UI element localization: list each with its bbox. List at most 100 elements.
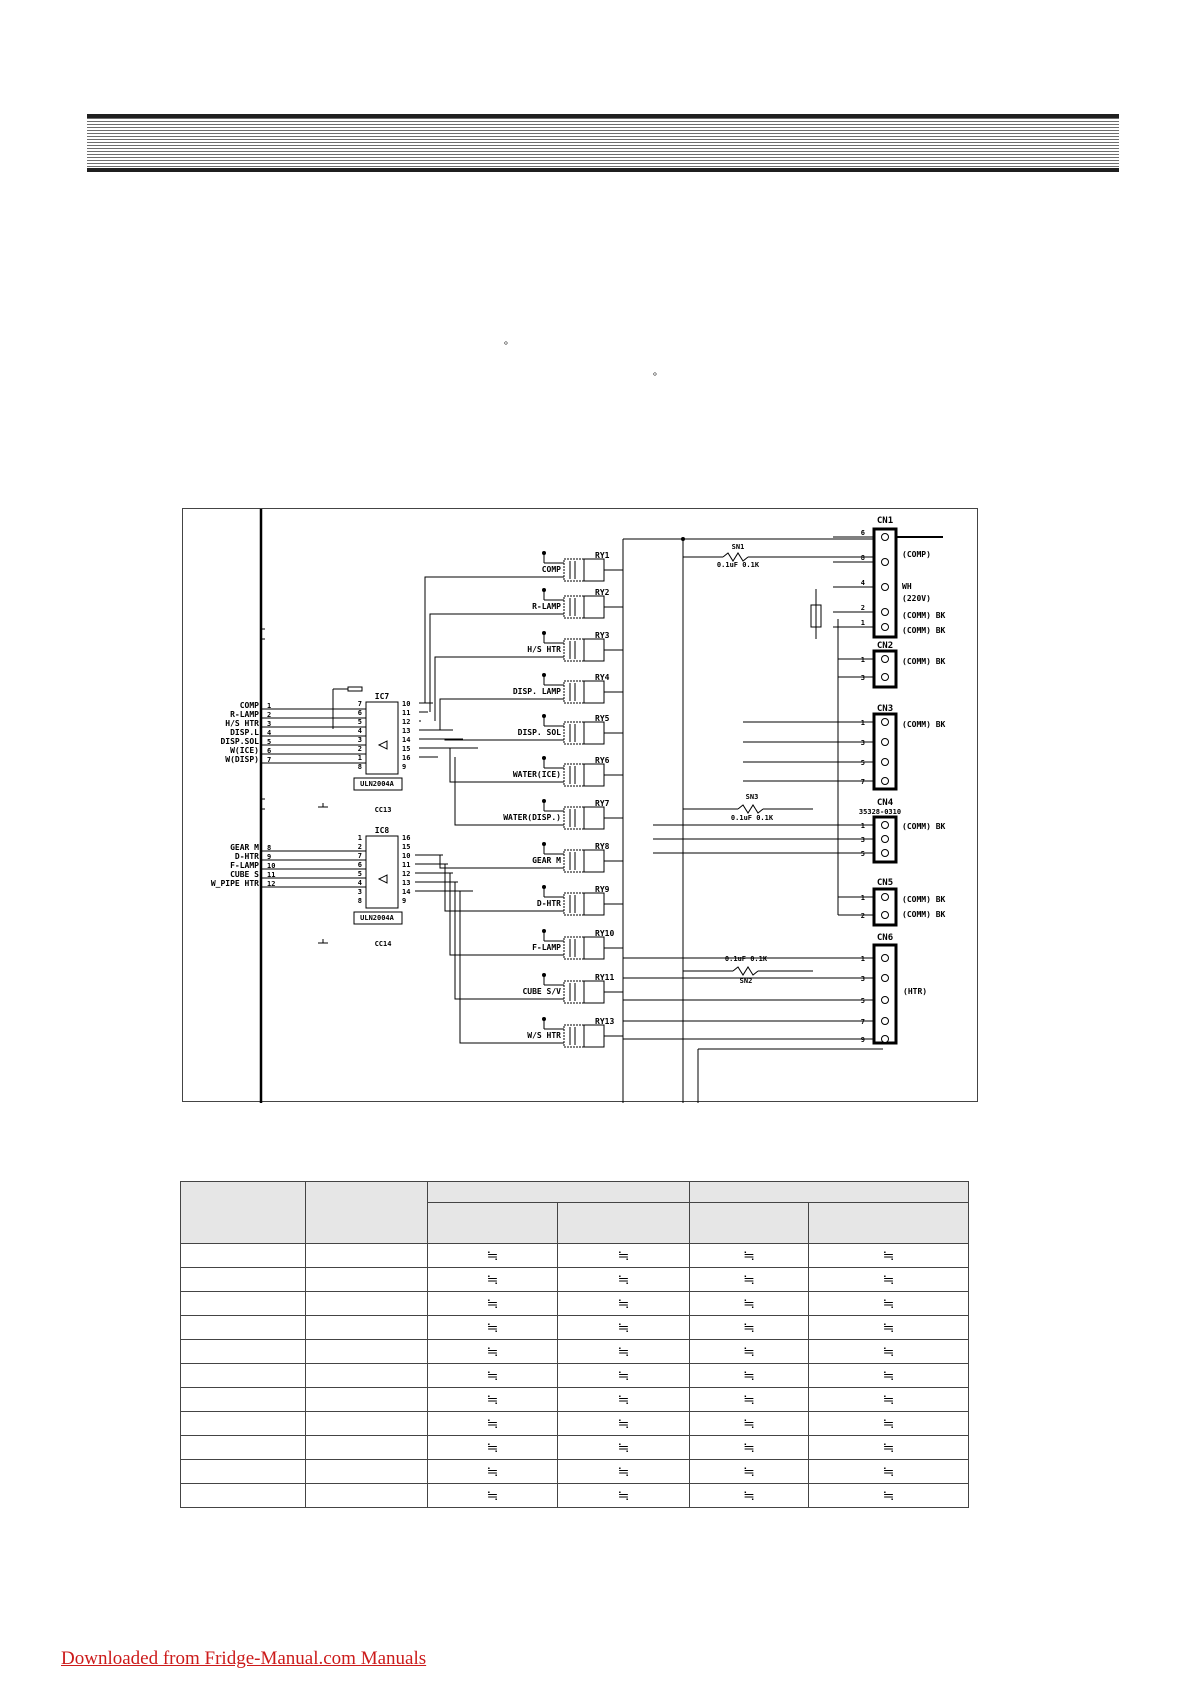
relay-load-label: WATER(DISP.) [503,813,561,822]
connector-pin [881,738,889,746]
table-cell: ≒ [427,1459,558,1484]
table-row: ≒≒≒≒ [180,1411,969,1436]
connector-pin [881,1017,889,1025]
table-cell: ≒ [689,1315,809,1340]
input-pin-number: 3 [267,720,271,728]
table-cell: ≒ [689,1411,809,1436]
table-cell [180,1267,306,1292]
relay-label: RY8 [595,842,610,851]
cn4-pin-number: 5 [861,850,865,858]
table-row: ≒≒≒≒ [180,1315,969,1340]
connector-pin [881,533,889,541]
input-signal-label: W(DISP) [225,755,259,764]
ic7-pin-number: 1 [358,754,362,762]
ic8-part-box [353,911,403,925]
ic8-pin-number: 14 [402,888,410,896]
cn1-label: CN1 [877,516,893,526]
relay-label: RY13 [595,1017,614,1026]
input-pin-number: 7 [267,756,271,764]
connector-pin [881,777,889,785]
table-cell [305,1483,428,1508]
table-cell [180,1411,306,1436]
input-signal-label: W(ICE) [230,746,259,755]
connector-pin [881,893,889,901]
relay-label: RY11 [595,973,614,982]
cn1-wh-label: WH [902,582,912,591]
table-cell: ≒ [427,1243,558,1268]
table-cell: ≒ [427,1387,558,1412]
capacitor-cc14-label: CC14 [375,940,392,948]
connector-pin [881,583,889,591]
junction-dot [542,673,546,677]
table-cell: ≒ [808,1363,969,1388]
table-header-cell [557,1202,690,1244]
input-pin-number: 6 [267,747,271,755]
table-row: ≒≒≒≒ [180,1291,969,1316]
ic8-pin-number: 8 [358,897,362,905]
table-row: ≒≒≒≒ [180,1267,969,1292]
input-pin-number: 11 [267,871,275,879]
cn2-label: CN2 [877,641,893,651]
cn1-pin-number: 1 [861,619,865,627]
relay-coil [563,763,585,787]
ic7-pin-number: 6 [358,709,362,717]
ic8-pin-number: 2 [358,843,362,851]
ic7-pin-number: 9 [402,763,406,771]
table-cell [180,1459,306,1484]
relay-contact [583,763,605,787]
download-source-link[interactable]: Downloaded from Fridge-Manual.com Manual… [61,1648,427,1669]
relay-drive-wire [424,576,564,703]
junction-dot [542,799,546,803]
section-header-band [87,114,1119,172]
ic8-pin-number: 4 [358,879,362,887]
ic8-part-number: ULN2004A [360,914,395,922]
connector-pin [881,954,889,962]
ic8-pin-number: 6 [358,861,362,869]
connector-pin [881,608,889,616]
table-header-cell [808,1202,969,1244]
relay-contact [583,1024,605,1048]
table-cell: ≒ [557,1387,690,1412]
relay-drive-wire [444,739,564,741]
table-cell: ≒ [808,1339,969,1364]
relay-contact [583,936,605,960]
ic7-chip [365,701,399,775]
cn6-label: CN6 [877,933,893,943]
table-cell: ≒ [808,1291,969,1316]
relay-label: RY9 [595,885,610,894]
relay-load-label: W/S HTR [527,1031,561,1040]
relay-contact [583,849,605,873]
relay-drive-wire [444,864,564,912]
table-cell: ≒ [557,1291,690,1316]
table-cell [305,1243,428,1268]
relay-coil [563,806,585,830]
ic8-pin-number: 7 [358,852,362,860]
cn1-pin-number: 2 [861,604,865,612]
snubber-sn3-value: 0.1uF 0.1K [731,814,774,822]
relay-coil [563,1024,585,1048]
relay-label: RY6 [595,756,610,765]
relay-load-label: GEAR M [532,856,561,865]
ic7-pin-number: 3 [358,736,362,744]
cn5-pin-number: 1 [861,894,865,902]
ic8-label: IC8 [375,826,390,835]
table-cell: ≒ [689,1435,809,1460]
connector-pin [881,558,889,566]
connector-pin [881,758,889,766]
cn6-htr-label: (HTR) [903,987,927,996]
resistor-symbol [732,966,759,976]
table-cell: ≒ [427,1267,558,1292]
cn1-pin-number: 6 [861,529,865,537]
relay-label: RY10 [595,929,614,938]
junction-dot [542,631,546,635]
table-cell [305,1315,428,1340]
table-header-cell [427,1202,558,1244]
connector-pin [881,1035,889,1043]
table-cell [305,1363,428,1388]
input-signal-label: COMP [240,701,259,710]
table-cell: ≒ [557,1459,690,1484]
table-cell [180,1243,306,1268]
ic7-pin-number: 11 [402,709,410,717]
table-row: ≒≒≒≒ [180,1243,969,1268]
relay-coil [563,936,585,960]
